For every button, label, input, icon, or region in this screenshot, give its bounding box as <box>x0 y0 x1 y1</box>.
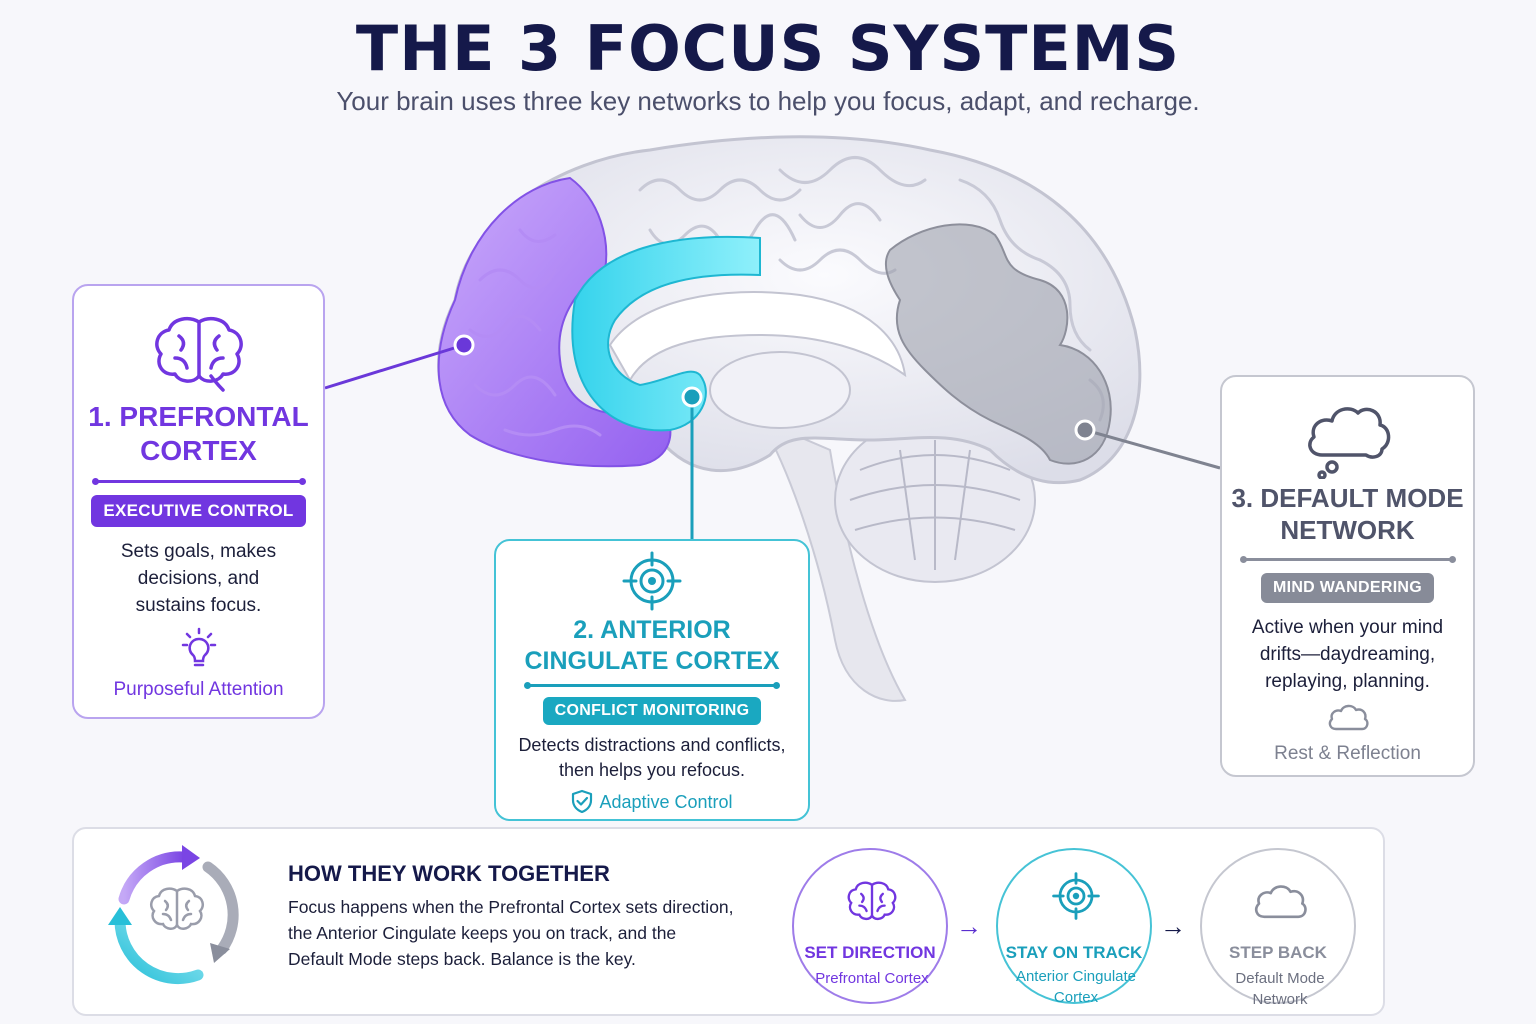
step-sub-line2: Cortex <box>1053 989 1099 1006</box>
how-they-work-together-panel: HOW THEY WORK TOGETHER Focus happens whe… <box>72 827 1385 1016</box>
target-icon <box>1052 872 1100 920</box>
cycle-brain-icon <box>108 845 239 985</box>
cloud-icon <box>1254 885 1307 919</box>
card-anterior-cingulate: 2. ANTERIOR CINGULATE CORTEX CONFLICT MO… <box>494 539 810 821</box>
page-title: THE 3 FOCUS SYSTEMS <box>355 12 1181 85</box>
card-desc-line2: drifts—daydreaming, <box>1259 644 1436 666</box>
card-desc-line2: decisions, and <box>137 567 260 589</box>
anterior-cingulate-region <box>571 235 761 432</box>
brainstem <box>757 417 907 702</box>
card-title-line2: NETWORK <box>1280 514 1415 545</box>
tag-mind-wandering: MIND WANDERING <box>1260 573 1435 604</box>
card-desc-line1: Detects distractions and conflicts, <box>518 735 786 755</box>
page-subtitle: Your brain uses three key networks to he… <box>336 86 1200 116</box>
lightbulb-icon <box>181 627 216 667</box>
connector-pfc <box>324 343 465 390</box>
card-title-line2: CORTEX <box>140 435 257 467</box>
connector-dmn <box>1084 428 1221 470</box>
card-desc-line3: sustains focus. <box>135 594 262 616</box>
step-label: STAY ON TRACK <box>1005 943 1143 962</box>
thought-cloud-icon <box>1307 407 1390 479</box>
card-title-line1: 1. PREFRONTAL <box>88 401 309 432</box>
cerebellum-folds <box>849 440 1021 570</box>
marker-dmn <box>1074 419 1096 441</box>
divider <box>91 478 306 486</box>
tag-executive-control: EXECUTIVE CONTROL <box>91 495 306 528</box>
card-title-line1: 3. DEFAULT MODE <box>1231 483 1464 513</box>
together-text-line3: Default Mode steps back. Balance is the … <box>288 948 636 969</box>
card-default-mode-network: 3. DEFAULT MODE NETWORK MIND WANDERING A… <box>1220 375 1475 777</box>
corpus-callosum <box>608 291 907 383</box>
step-sub-line1: Default Mode <box>1235 970 1325 987</box>
step-sub-line1: Anterior Cingulate <box>1015 968 1137 985</box>
card-desc-line1: Sets goals, makes <box>120 541 277 563</box>
step-sub: Anterior Cingulate Cortex <box>1006 966 1146 1008</box>
card-footer: Rest & Reflection <box>1274 743 1421 765</box>
card-desc-line2: then helps you refocus. <box>558 759 746 780</box>
together-text-line2: the Anterior Cingulate keeps you on trac… <box>288 922 677 943</box>
divider <box>524 682 780 689</box>
card-desc-line3: replaying, planning. <box>1265 670 1430 692</box>
step-sub-line2: Network <box>1252 991 1308 1008</box>
card-prefrontal-cortex: 1. PREFRONTAL CORTEX EXECUTIVE CONTROL S… <box>72 284 325 719</box>
together-text: Focus happens when the Prefrontal Cortex… <box>288 895 768 973</box>
step-label: SET DIRECTION <box>804 943 936 962</box>
target-icon <box>622 551 682 611</box>
shield-check-icon <box>572 789 593 813</box>
brain-icon <box>847 881 897 921</box>
prefrontal-folds <box>468 228 602 437</box>
brain-icon <box>154 316 243 392</box>
tag-conflict-monitoring: CONFLICT MONITORING <box>542 697 762 725</box>
arrow-right-icon: → <box>956 911 982 941</box>
together-text-line1: Focus happens when the Prefrontal Cortex… <box>288 897 734 917</box>
divider <box>1239 556 1456 564</box>
default-mode-region <box>884 223 1112 465</box>
card-footer: Purposeful Attention <box>113 679 284 701</box>
together-title: HOW THEY WORK TOGETHER <box>288 861 610 886</box>
step-set-direction: SET DIRECTION Prefrontal Cortex <box>792 848 948 1004</box>
marker-pfc <box>453 334 475 356</box>
card-title-line1: 2. ANTERIOR <box>573 616 731 644</box>
card-footer-row: Adaptive Control <box>496 789 808 813</box>
step-step-back: STEP BACK Default Mode Network <box>1200 848 1356 1008</box>
step-sub-line1: Prefrontal Cortex <box>815 970 929 987</box>
arrow-right-icon: → <box>1160 911 1186 941</box>
step-sub: Default Mode Network <box>1210 968 1350 1010</box>
step-label: STEP BACK <box>1229 943 1327 962</box>
card-title-line2: CINGULATE CORTEX <box>524 646 780 675</box>
card-desc-line1: Active when your mind <box>1251 617 1444 639</box>
cloud-icon <box>1328 705 1369 731</box>
marker-acc <box>681 386 703 408</box>
card-footer: Adaptive Control <box>599 791 733 812</box>
step-stay-on-track: STAY ON TRACK Anterior Cingulate Cortex <box>996 848 1152 1006</box>
thalamus <box>709 351 851 429</box>
